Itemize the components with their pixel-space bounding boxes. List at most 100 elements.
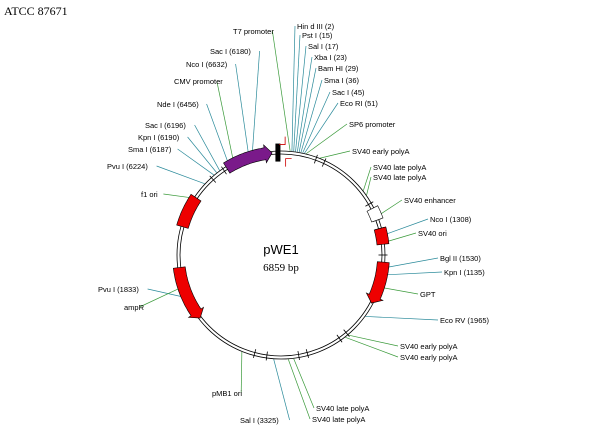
label-cmv: CMV promoter (174, 77, 223, 86)
features (172, 136, 390, 361)
leader-line-sv3 (366, 176, 372, 196)
promoter-arrow-t7 (285, 158, 292, 167)
leader-line-nde (206, 103, 230, 165)
label-nco2: Nco I (6632) (186, 60, 228, 69)
label-sv1: SV40 early polyA (352, 147, 410, 156)
leader-line-sv5 (345, 337, 399, 358)
label-sp6: SP6 promoter (349, 120, 396, 129)
label-pvu1: Pvu I (6224) (107, 162, 148, 171)
tick-8 (343, 329, 350, 337)
leader-line-sv2 (363, 166, 372, 191)
leader-line-sal2 (273, 359, 290, 421)
label-kpn1: Kpn I (1135) (444, 268, 485, 277)
leader-line-t7 (272, 30, 291, 151)
label-t7: T7 promoter (233, 27, 274, 36)
leader-line-kpn1 (383, 271, 443, 276)
tick-10 (305, 349, 309, 358)
leader-line-svori (384, 232, 417, 243)
label-pst: Pst I (15) (302, 31, 333, 40)
leader-line-sac45 (302, 91, 331, 153)
feature-cmv-promoter (223, 144, 273, 174)
label-sma36: Sma I (36) (324, 76, 360, 85)
leader-line-eco (304, 102, 339, 154)
leader-line-sv1 (320, 150, 351, 159)
feature-sv40-enhancer (366, 205, 384, 223)
leader-line-bgl (384, 257, 439, 269)
label-eco: Eco RI (51) (340, 99, 378, 108)
tick-11 (297, 350, 300, 360)
tick-1 (321, 158, 327, 167)
leader-line-xba (297, 56, 313, 152)
leader-line-bam (298, 67, 317, 153)
label-kpn2: Kpn I (6190) (138, 133, 180, 142)
leader-line-sma36 (300, 79, 323, 153)
accession-label: ATCC 87671 (4, 4, 68, 18)
label-ecorv: Eco RV (1965) (440, 316, 490, 325)
site-labels: T7 promoter Hin d III (2)Pst I (15) Sal I … (98, 22, 490, 425)
label-hind: Hin d III (2) (297, 22, 335, 31)
label-sv7: SV40 late polyA (312, 415, 365, 424)
leader-line-sac3 (251, 50, 260, 155)
plasmid-name: pWE1 (263, 242, 298, 257)
label-svori: SV40 ori (418, 229, 447, 238)
leader-line-pvu1 (156, 165, 205, 185)
leader-line-ampr (139, 286, 182, 308)
label-f1: f1 ori (141, 190, 158, 199)
label-lines (139, 25, 443, 421)
tick-12 (265, 351, 268, 361)
leader-line-sv7 (287, 359, 311, 420)
label-sal2: Sal I (3325) (240, 416, 279, 425)
label-sv4: SV40 early polyA (400, 342, 458, 351)
leader-line-kpn2 (187, 136, 217, 173)
leader-line-nco1 (383, 218, 429, 236)
leader-line-pmb1 (240, 351, 243, 394)
tick-13 (253, 349, 257, 358)
label-pvu2: Pvu I (1833) (98, 285, 139, 294)
leader-line-f1 (163, 193, 194, 199)
label-sv3: SV40 late polyA (373, 173, 426, 182)
label-bgl: Bgl II (1530) (440, 254, 481, 263)
label-ampr: ampR (124, 303, 145, 312)
label-sv2: SV40 late polyA (373, 163, 426, 172)
label-pmb1: pMB1 ori (212, 389, 242, 398)
label-nde: Nde I (6456) (157, 100, 199, 109)
label-sv5: SV40 early polyA (400, 353, 458, 362)
feature-sv40-ori (373, 226, 390, 246)
tick-2 (365, 201, 374, 207)
plasmid-size: 6859 bp (263, 262, 299, 274)
label-sac3: Sac I (6180) (210, 47, 251, 56)
label-gpt: GPT (420, 290, 436, 299)
leader-line-enh (377, 199, 403, 217)
tick-9 (336, 334, 343, 343)
leader-line-sv4 (348, 334, 399, 347)
label-sv6: SV40 late polyA (316, 404, 369, 413)
tick-17 (221, 166, 227, 175)
leader-line-sp6 (306, 123, 348, 154)
leader-line-nco2 (235, 63, 250, 156)
leader-line-cmv (216, 80, 234, 162)
leader-line-ecorv (365, 316, 439, 321)
feature-gpt (365, 261, 390, 304)
label-sal17: Sal I (17) (308, 42, 339, 51)
label-sac2: Sac I (6196) (145, 121, 186, 130)
promoter-arrow-sp6 (279, 136, 286, 145)
leader-line-sma2 (177, 148, 215, 176)
label-sac45: Sac I (45) (332, 88, 365, 97)
label-nco1: Nco I (1308) (430, 215, 472, 224)
label-enh: SV40 enhancer (404, 196, 456, 205)
leader-line-sv6 (293, 358, 315, 409)
leader-line-sal17 (295, 45, 307, 152)
tick-0 (313, 154, 318, 164)
feature-ampr (172, 266, 205, 319)
leader-line-pst (293, 34, 301, 152)
label-bam: Bam HI (29) (318, 64, 359, 73)
leader-line-hind (291, 25, 296, 152)
leader-line-sac2 (194, 124, 220, 171)
leader-line-gpt (380, 286, 419, 295)
label-xba: Xba I (23) (314, 53, 347, 62)
tick-16 (209, 175, 217, 183)
polylinker-block (275, 143, 281, 162)
feature-f1-ori (176, 193, 202, 229)
label-sma2: Sma I (6187) (128, 145, 172, 154)
